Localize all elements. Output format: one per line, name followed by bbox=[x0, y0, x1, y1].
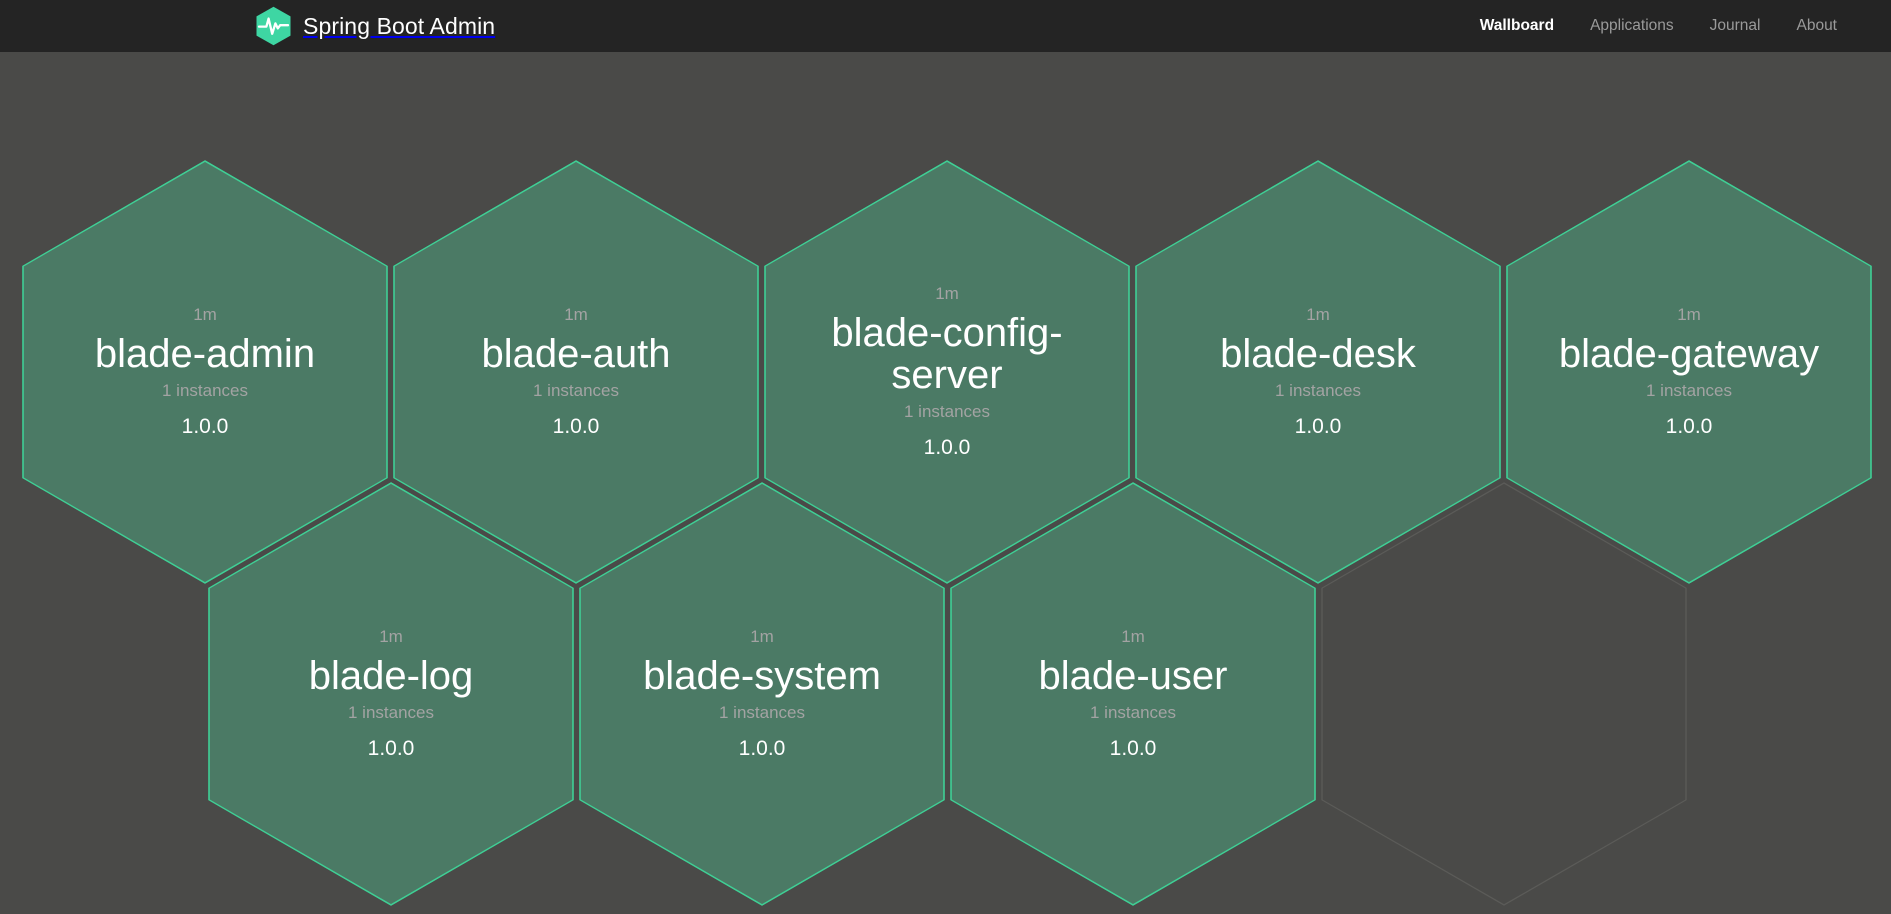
nav-link-applications[interactable]: Applications bbox=[1590, 17, 1674, 34]
hexagon-shape bbox=[764, 160, 1130, 584]
hexagon-outline-shape bbox=[1321, 482, 1687, 906]
brand-title: Spring Boot Admin bbox=[303, 12, 496, 39]
empty-hexagon-slot bbox=[1321, 482, 1687, 906]
hexagon-shape bbox=[393, 160, 759, 584]
hexagon-shape bbox=[208, 482, 574, 906]
nav-link-journal[interactable]: Journal bbox=[1709, 17, 1761, 34]
heartbeat-hexagon-logo-icon bbox=[256, 6, 291, 46]
top-navbar: Spring Boot Admin Wallboard Applications… bbox=[0, 0, 1891, 52]
brand-link[interactable]: Spring Boot Admin bbox=[255, 6, 495, 46]
hexagon-shape bbox=[950, 482, 1316, 906]
hexagon-shape bbox=[579, 482, 945, 906]
hexagon-shape bbox=[1506, 160, 1872, 584]
hexagon-shape bbox=[1135, 160, 1501, 584]
primary-navigation: Wallboard Applications Journal About bbox=[1480, 17, 1837, 35]
nav-link-wallboard[interactable]: Wallboard bbox=[1479, 17, 1555, 34]
hexagon-shape bbox=[22, 160, 388, 584]
nav-link-about[interactable]: About bbox=[1796, 17, 1837, 34]
